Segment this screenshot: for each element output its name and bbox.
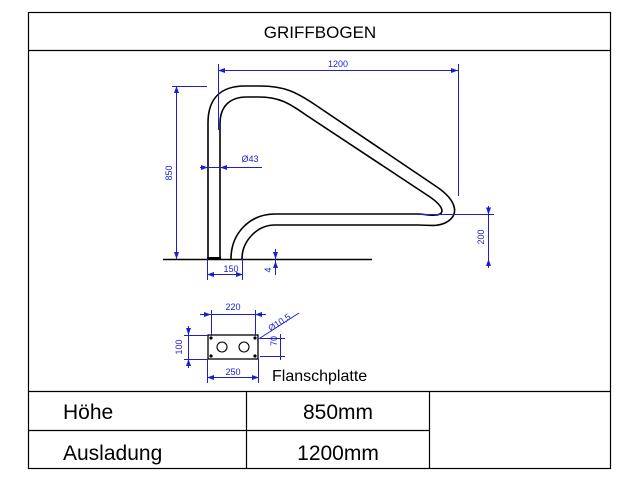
- dim-hole-label: Ø10,5: [266, 312, 292, 334]
- dim-70: 70: [260, 334, 285, 360]
- dim-150: 150: [207, 259, 243, 280]
- dim-250: 250: [207, 359, 259, 383]
- dim-250-label: 250: [225, 367, 240, 377]
- dim-hole: Ø10,5: [256, 312, 300, 341]
- dim-200-label: 200: [476, 229, 486, 244]
- spec-value-hoehe: 850mm: [303, 401, 373, 424]
- base-stub: [207, 257, 221, 260]
- plate-hole-right: [238, 341, 250, 353]
- plate-hole-left: [216, 341, 228, 353]
- sheet-border: [27, 11, 612, 470]
- dim-220: 220: [200, 302, 266, 336]
- flange-plate-label: Flanschplatte: [272, 368, 367, 385]
- drawing-title: GRIFFBOGEN: [264, 23, 376, 42]
- dim-850: 850: [164, 86, 207, 259]
- dim-850-label: 850: [164, 165, 174, 180]
- dim-diameter-label: Ø43: [241, 154, 258, 164]
- dim-100: 100: [174, 326, 208, 368]
- flange-plate: [207, 334, 259, 360]
- dim-4-label: 4: [263, 267, 273, 272]
- handrail-tube: [207, 85, 456, 260]
- dim-100-label: 100: [174, 339, 184, 354]
- dim-diameter: Ø43: [200, 154, 262, 170]
- dim-1200-label: 1200: [328, 59, 348, 69]
- dim-4: 4: [263, 249, 278, 275]
- spec-label-ausladung: Ausladung: [63, 442, 162, 465]
- dim-150-label: 150: [223, 264, 238, 274]
- dim-1200: 1200: [218, 59, 459, 196]
- dim-200: 200: [418, 206, 494, 268]
- spec-value-ausladung: 1200mm: [297, 442, 379, 465]
- dim-70-label: 70: [269, 336, 279, 346]
- dim-220-label: 220: [225, 302, 240, 312]
- spec-label-hoehe: Höhe: [63, 401, 113, 424]
